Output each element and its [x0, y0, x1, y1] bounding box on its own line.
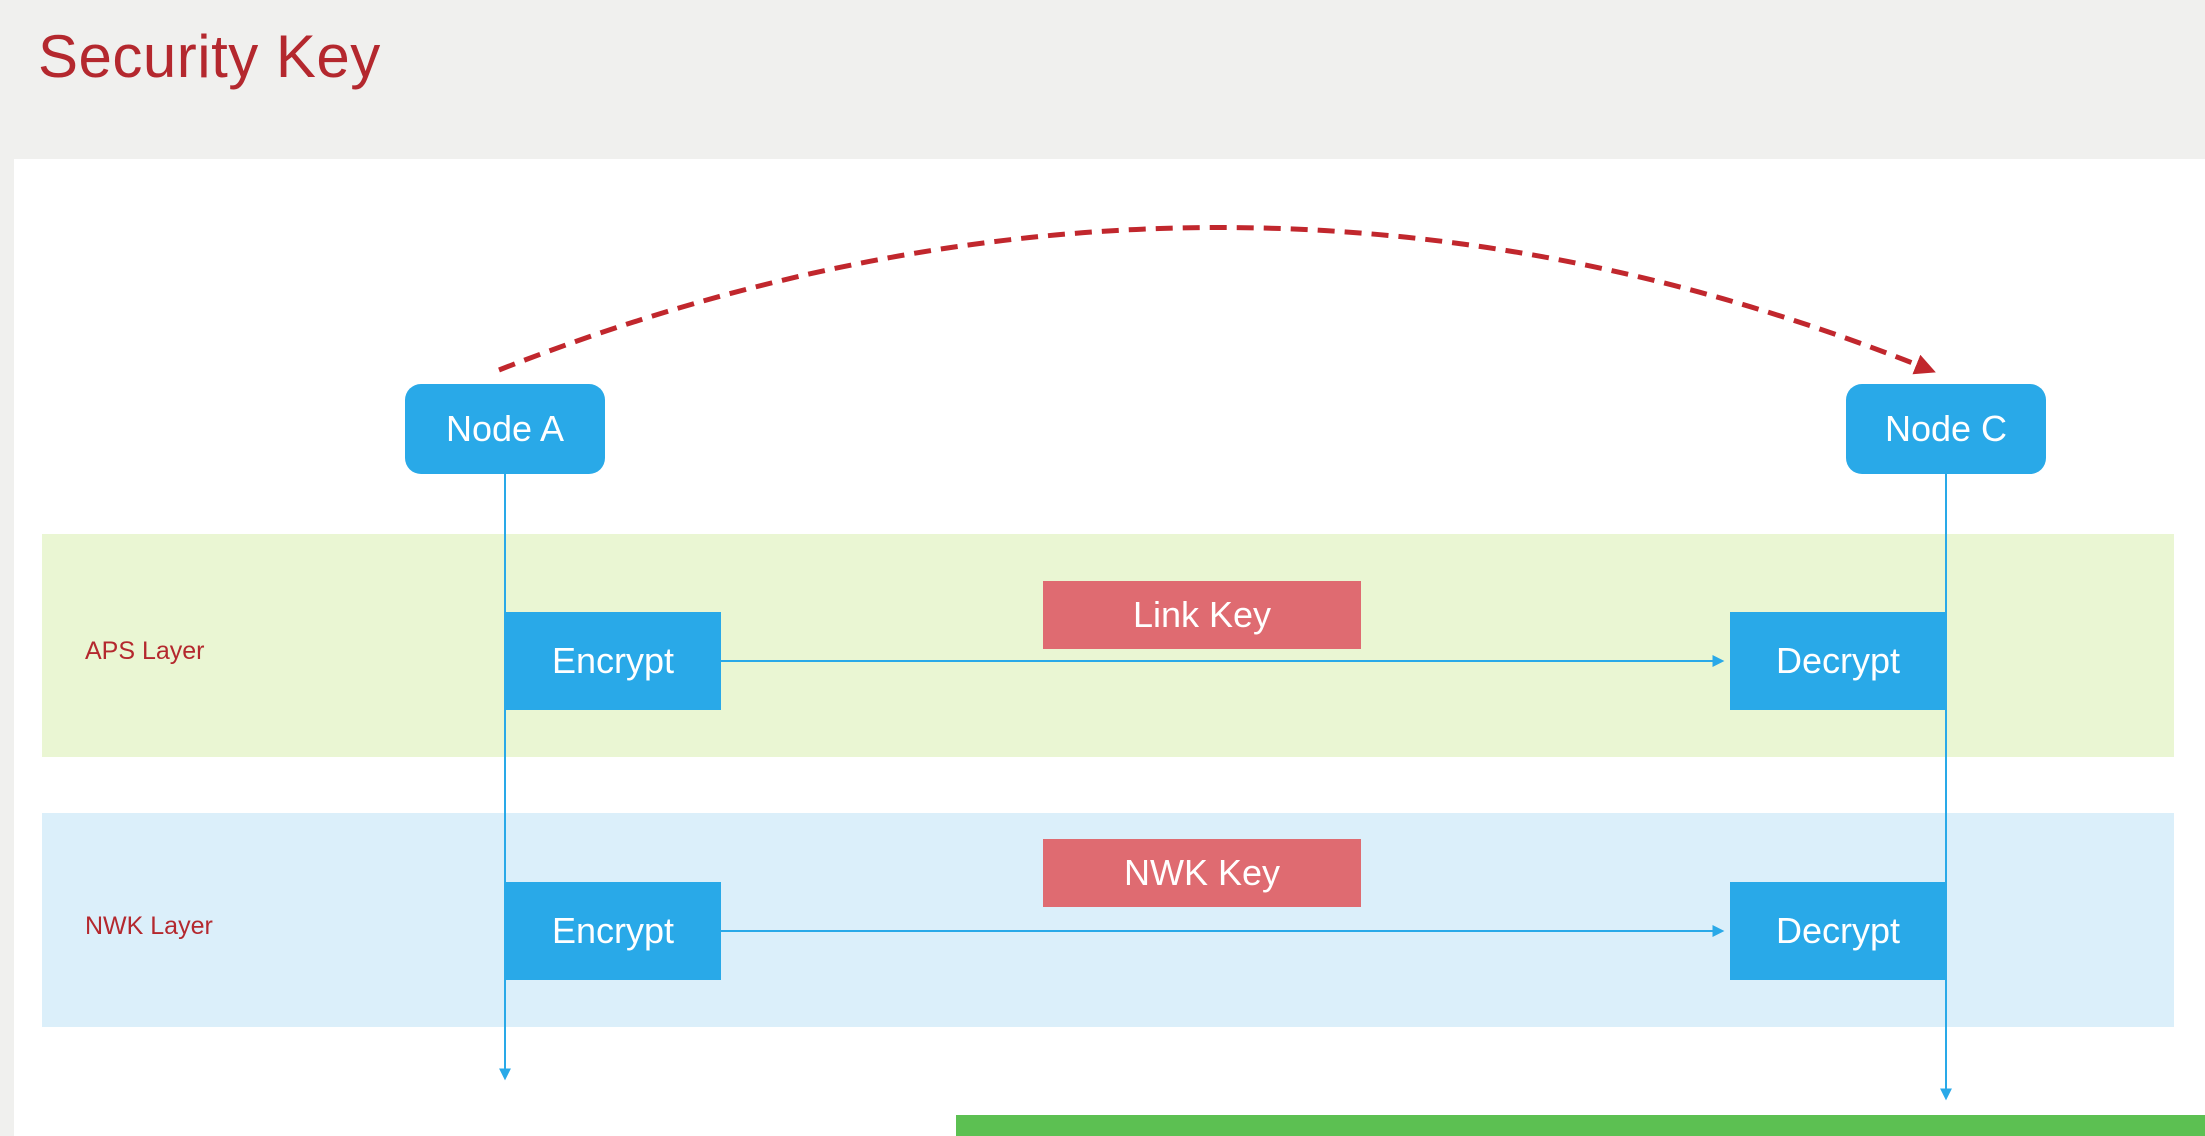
aps-decrypt-label: Decrypt [1775, 640, 1901, 681]
node-a-label: Node A [445, 408, 565, 449]
aps-encrypt-box: Encrypt [505, 612, 721, 710]
nwk-encrypt-box: Encrypt [505, 882, 721, 980]
nwk-encrypt-label: Encrypt [551, 910, 675, 951]
page-title: Security Key [38, 23, 381, 90]
nwk-key-label: NWK Key [1123, 852, 1281, 893]
aps-layer-label: APS Layer [85, 637, 205, 665]
link-key-box: Link Key [1043, 581, 1361, 649]
node-a-box: Node A [405, 384, 605, 474]
nwk-layer-label: NWK Layer [85, 912, 213, 940]
aps-decrypt-box: Decrypt [1730, 612, 1946, 710]
aps-encrypt-label: Encrypt [551, 640, 675, 681]
node-c-label: Node C [1884, 408, 2008, 449]
slide-header: Security Key [0, 0, 2205, 159]
nwk-key-box: NWK Key [1043, 839, 1361, 907]
nwk-decrypt-label: Decrypt [1775, 910, 1901, 951]
node-c-box: Node C [1846, 384, 2046, 474]
nwk-decrypt-box: Decrypt [1730, 882, 1946, 980]
link-key-label: Link Key [1132, 594, 1272, 635]
bottom-progress-bar [956, 1115, 2205, 1136]
